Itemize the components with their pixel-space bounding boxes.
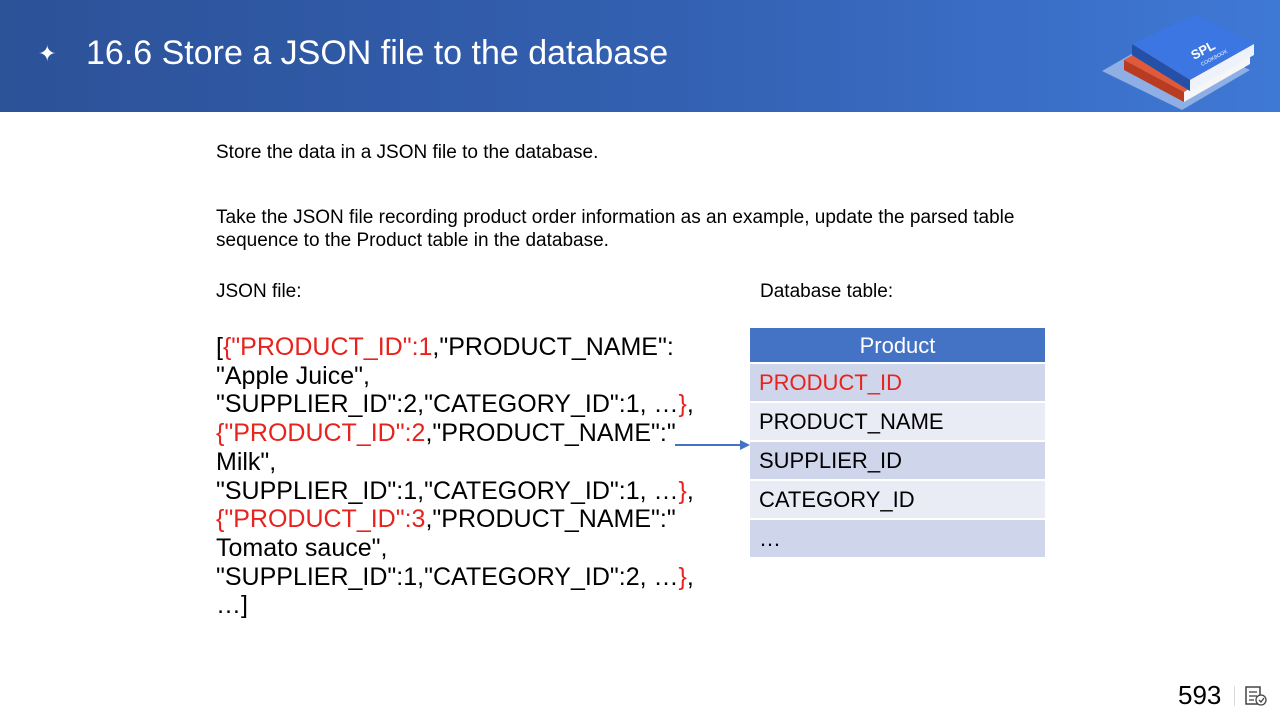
json-segment: …] (216, 591, 248, 620)
json-line: "SUPPLIER_ID":1,"CATEGORY_ID":2, …}, (216, 562, 694, 592)
json-highlight-segment: } (678, 562, 687, 591)
json-segment: "SUPPLIER_ID":1,"CATEGORY_ID":2, … (216, 562, 679, 591)
json-segment: Milk", (216, 447, 277, 476)
title-bar: ✦ 16.6 Store a JSON file to the database… (0, 0, 1280, 112)
json-segment: "SUPPLIER_ID":1,"CATEGORY_ID":1, … (216, 476, 679, 505)
json-segment: ,"PRODUCT_NAME":" (425, 419, 676, 448)
json-highlight-segment: } (678, 390, 687, 419)
json-line: {"PRODUCT_ID":2,"PRODUCT_NAME":" (216, 419, 676, 448)
page-number: 593 (1178, 680, 1222, 710)
json-segment: Tomato sauce", (216, 533, 388, 562)
example-paragraph: Take the JSON file recording product ord… (216, 207, 1015, 251)
json-segment: "SUPPLIER_ID":2,"CATEGORY_ID":1, … (216, 390, 679, 419)
json-line: …] (216, 591, 676, 620)
database-table-label: Database table: (760, 281, 894, 302)
json-segment: , (686, 476, 694, 505)
intro-paragraph: Store the data in a JSON file to the dat… (216, 142, 599, 163)
json-line: [{"PRODUCT_ID":1,"PRODUCT_NAME": (216, 333, 676, 362)
json-highlight-segment: {"PRODUCT_ID":2 (216, 419, 426, 448)
json-file-label: JSON file: (216, 281, 302, 302)
json-segment: "Apple Juice", (216, 361, 370, 390)
json-segment: , (686, 390, 694, 419)
json-segment: ,"PRODUCT_NAME": (432, 333, 674, 361)
table-row: SUPPLIER_ID (750, 442, 1045, 481)
table-header: Product (750, 328, 1045, 364)
spl-cookbook-logo: SPL COOKBOOK (1102, 14, 1254, 110)
json-line: {"PRODUCT_ID":3,"PRODUCT_NAME":" (216, 505, 676, 534)
json-segment: , (686, 562, 694, 591)
json-highlight-segment: {"PRODUCT_ID":3 (216, 505, 426, 534)
json-line: Tomato sauce", (216, 534, 676, 563)
json-line: "SUPPLIER_ID":1,"CATEGORY_ID":1, …}, (216, 476, 694, 506)
table-row: … (750, 520, 1045, 559)
json-highlight-segment: } (678, 476, 687, 505)
json-code-block: [{"PRODUCT_ID":1,"PRODUCT_NAME":"Apple J… (216, 333, 694, 620)
divider (1234, 686, 1235, 706)
four-point-star-icon: ✦ (38, 41, 57, 66)
json-line: "SUPPLIER_ID":2,"CATEGORY_ID":1, …}, (216, 390, 694, 419)
right-arrow-icon (675, 440, 750, 450)
notes-icon[interactable] (1244, 685, 1268, 707)
json-line: "Apple Juice", (216, 362, 676, 391)
table-row: CATEGORY_ID (750, 481, 1045, 520)
table-row: PRODUCT_NAME (750, 403, 1045, 442)
json-highlight-segment: {"PRODUCT_ID":1 (222, 333, 433, 361)
json-segment: ,"PRODUCT_NAME":" (425, 505, 676, 534)
json-segment: [ (216, 333, 223, 361)
table-row: PRODUCT_ID (750, 364, 1045, 403)
json-line: Milk", (216, 448, 676, 477)
slide-title: 16.6 Store a JSON file to the database (86, 34, 669, 72)
